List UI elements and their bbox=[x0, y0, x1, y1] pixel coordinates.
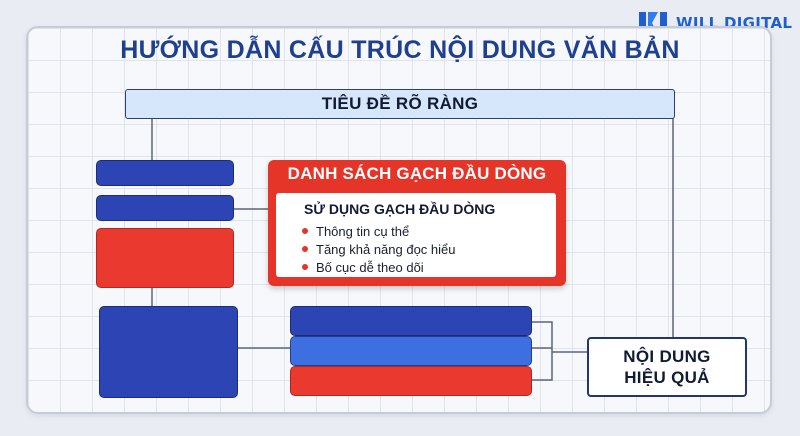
stack-bar-1 bbox=[290, 306, 532, 336]
lower-left-block bbox=[99, 306, 238, 398]
result-line-1: NỘI DUNG bbox=[623, 347, 711, 366]
bullet-text: Tăng khả năng đọc hiểu bbox=[316, 241, 456, 257]
left-block-2 bbox=[96, 195, 234, 221]
bullet-list: Thông tin cụ thể Tăng khả năng đọc hiểu … bbox=[302, 222, 456, 276]
bullet-card-subheading: SỬ DỤNG GẠCH ĐẦU DÒNG bbox=[304, 201, 496, 217]
bullet-card-title: DANH SÁCH GẠCH ĐẦU DÒNG bbox=[287, 164, 547, 183]
page-title: HƯỚNG DẪN CẤU TRÚC NỘI DUNG VĂN BẢN bbox=[120, 36, 680, 64]
result-box: NỘI DUNG HIỆU QUẢ bbox=[587, 337, 747, 397]
bullet-dot-icon bbox=[302, 228, 308, 234]
result-line-2: HIỆU QUẢ bbox=[624, 368, 710, 387]
bullet-item: Bố cục dễ theo dõi bbox=[302, 258, 456, 276]
stack-bar-3 bbox=[290, 366, 532, 396]
bullet-dot-icon bbox=[302, 264, 308, 270]
bullet-text: Bố cục dễ theo dõi bbox=[316, 259, 424, 275]
bullet-list-card: DANH SÁCH GẠCH ĐẦU DÒNG SỬ DỤNG GẠCH ĐẦU… bbox=[268, 160, 566, 286]
bullet-text: Thông tin cụ thể bbox=[316, 223, 410, 239]
left-block-3 bbox=[96, 228, 234, 288]
bullet-item: Thông tin cụ thể bbox=[302, 222, 456, 240]
bullet-item: Tăng khả năng đọc hiểu bbox=[302, 240, 456, 258]
bullet-dot-icon bbox=[302, 246, 308, 252]
heading-box: TIÊU ĐỀ RÕ RÀNG bbox=[125, 89, 675, 119]
stack-bar-2 bbox=[290, 336, 532, 366]
bullet-card-body: SỬ DỤNG GẠCH ĐẦU DÒNG Thông tin cụ thể T… bbox=[276, 193, 556, 277]
left-block-1 bbox=[96, 160, 234, 186]
